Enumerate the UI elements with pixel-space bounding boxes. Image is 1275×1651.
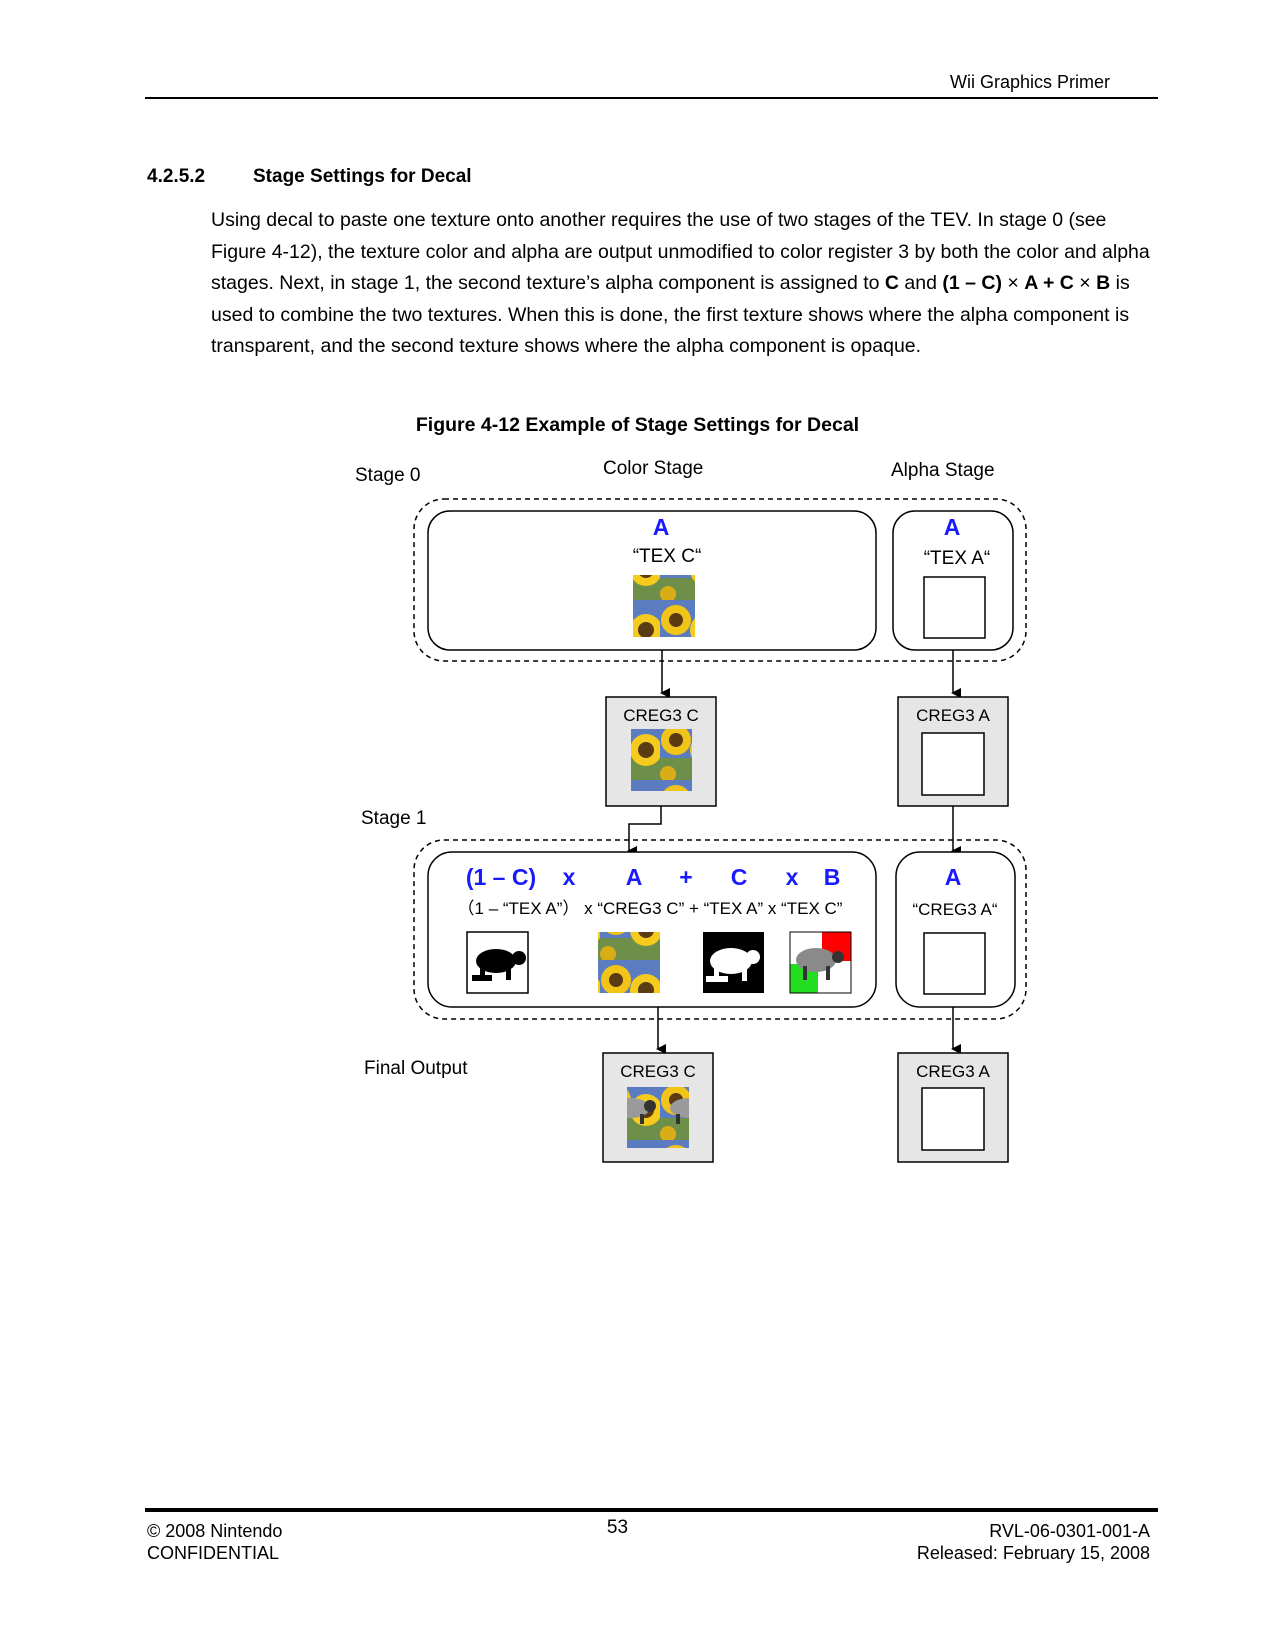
body-text-1: Using decal to paste one texture onto an… bbox=[211, 209, 1150, 294]
body-text-2: and bbox=[898, 272, 943, 294]
inverted-alpha-image bbox=[466, 931, 529, 994]
page-number: 53 bbox=[606, 1517, 629, 1538]
tex-c-sheep-image bbox=[789, 931, 852, 994]
body-bold-1-minus-c: (1 – C) bbox=[942, 272, 1002, 294]
stage0-color-source: “TEX C“ bbox=[633, 546, 702, 567]
tex-c-image bbox=[633, 575, 695, 637]
stage1-label: Stage 1 bbox=[361, 808, 427, 829]
figure-caption: Figure 4-12 Example of Stage Settings fo… bbox=[415, 414, 860, 436]
stage1-sources: （1 – “TEX A”） x “CREG3 C” + “TEX A” x “T… bbox=[458, 899, 843, 918]
stage0-container bbox=[413, 498, 1027, 662]
final-output-label: Final Output bbox=[364, 1058, 468, 1079]
copyright: © 2008 Nintendo bbox=[147, 1521, 283, 1541]
header-rule bbox=[145, 97, 1158, 99]
running-header: Wii Graphics Primer bbox=[949, 72, 1110, 92]
stage1-formula-plus: + bbox=[679, 864, 692, 890]
creg3-c-image bbox=[631, 729, 692, 791]
body-bold-b: B bbox=[1096, 272, 1111, 294]
tex-a-alpha-image bbox=[703, 932, 764, 993]
final-creg3-c-label: CREG3 C bbox=[620, 1062, 696, 1081]
body-text-4: × bbox=[1073, 272, 1097, 294]
stage1-formula-a: A bbox=[626, 864, 643, 890]
stage0-label: Stage 0 bbox=[355, 465, 421, 486]
section-title: Stage Settings for Decal bbox=[253, 166, 472, 187]
section-number: 4.2.5.2 bbox=[147, 166, 206, 187]
tex-a-image bbox=[923, 576, 986, 639]
stage1-alpha-input: A bbox=[945, 864, 962, 890]
stage0-alpha-input: A bbox=[944, 514, 961, 540]
stage1-formula-times-1: x bbox=[563, 864, 576, 890]
footer-right: RVL-06-0301-001-A Released: February 15,… bbox=[917, 1520, 1150, 1564]
stage1-container bbox=[413, 839, 1027, 1020]
footer-rule bbox=[145, 1508, 1158, 1512]
alpha-stage-label: Alpha Stage bbox=[891, 460, 995, 481]
creg3-c-input-image bbox=[598, 932, 660, 993]
color-stage-label: Color Stage bbox=[603, 458, 703, 479]
stage0-alpha-source: “TEX A“ bbox=[924, 548, 991, 569]
release-date: Released: February 15, 2008 bbox=[916, 1543, 1150, 1563]
confidential-label: CONFIDENTIAL bbox=[147, 1543, 280, 1563]
body-text-3: × bbox=[1001, 272, 1025, 294]
stage1-alpha-source: “CREG3 A“ bbox=[912, 900, 997, 919]
body-paragraph: Using decal to paste one texture onto an… bbox=[211, 205, 1161, 363]
creg3-c-label: CREG3 C bbox=[623, 706, 699, 725]
arrow-creg-c-to-stage1 bbox=[627, 806, 662, 856]
document-id: RVL-06-0301-001-A bbox=[989, 1521, 1150, 1541]
body-text-5: is used to combine the two textures. Whe… bbox=[211, 272, 1130, 357]
creg3-a-input-image bbox=[923, 932, 986, 995]
creg3-a-label: CREG3 A bbox=[916, 706, 990, 725]
stage0-color-input: A bbox=[653, 514, 670, 540]
stage1-formula-1-minus-c: (1 – C) bbox=[466, 864, 536, 890]
final-creg3-a-image bbox=[921, 1087, 985, 1151]
footer-left: © 2008 Nintendo CONFIDENTIAL bbox=[147, 1520, 282, 1564]
body-bold-a-plus-c: A + C bbox=[1024, 272, 1074, 294]
final-creg3-a-label: CREG3 A bbox=[916, 1062, 990, 1081]
stage1-formula-times-2: x bbox=[786, 864, 799, 890]
body-bold-c: C bbox=[884, 272, 899, 294]
stage1-formula-b: B bbox=[824, 864, 841, 890]
creg3-a-image bbox=[921, 732, 985, 796]
stage1-formula-c: C bbox=[731, 864, 748, 890]
final-output-image bbox=[627, 1087, 689, 1148]
